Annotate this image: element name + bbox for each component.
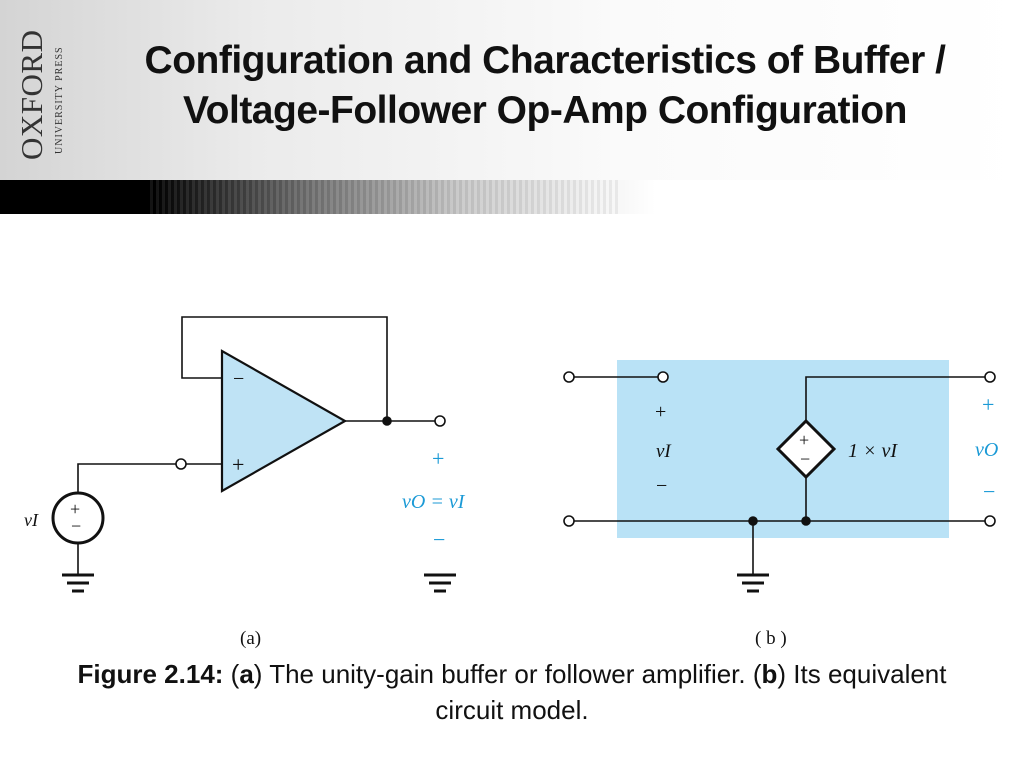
source-node-dot [801, 516, 811, 526]
output-top-terminal [984, 371, 996, 383]
input-top-left-terminal [563, 371, 575, 383]
caption-text-a: ) The unity-gain buffer or follower ampl… [253, 659, 762, 689]
header-background [0, 0, 1024, 180]
feedback-wire [181, 316, 388, 421]
figure-b [563, 371, 996, 593]
model-output-plus: + [982, 392, 994, 417]
source-wire [77, 463, 176, 492]
opamp-triangle [220, 349, 348, 493]
output-voltage-label: vO = vI [402, 491, 466, 513]
caption-b: b [761, 659, 778, 689]
circuit-figure: − + + − vI + vO = vI − (a) + vI [24, 316, 998, 649]
logo-subtitle: UNIVERSITY PRESS [54, 46, 65, 154]
source-plus-sign: + [70, 499, 80, 519]
output-terminal [434, 415, 446, 427]
input-top-right-terminal [657, 371, 669, 383]
output-plus-sign: + [432, 446, 444, 471]
header-divider-texture [150, 180, 620, 214]
diamond-minus-sign: − [800, 449, 810, 469]
figure-a-label: (a) [240, 628, 261, 649]
ground-node-dot [748, 516, 758, 526]
figure-caption: Figure 2.14: (a) The unity-gain buffer o… [40, 656, 984, 728]
figure-a-labels: − + + − vI + vO = vI − (a) [24, 368, 466, 649]
diamond-plus-sign: + [799, 430, 809, 450]
input-voltage-label: vI [24, 510, 39, 530]
source-minus-sign: − [71, 516, 81, 536]
model-output-label: vO [975, 439, 998, 461]
output-minus-sign: − [433, 527, 445, 552]
figure-b-label: ( b ) [755, 628, 787, 649]
opamp-plus-sign: + [232, 452, 244, 477]
slide-title: Configuration and Characteristics of Buf… [100, 36, 990, 136]
model-input-minus: − [656, 475, 667, 497]
input-bottom-terminal [563, 515, 575, 527]
caption-prefix: Figure 2.14: [77, 659, 224, 689]
slide-title-line1: Configuration and Characteristics of Buf… [144, 39, 946, 82]
output-node-dot [382, 416, 392, 426]
logo-brand: OXFORD [14, 30, 49, 160]
plus-input-terminal [175, 458, 187, 470]
opamp-minus-sign: − [233, 368, 244, 390]
figure-b-labels: + vI − + − 1 × vI + vO − ( b ) [655, 392, 998, 649]
dependent-source-label: 1 × vI [848, 440, 898, 462]
output-bottom-terminal [984, 515, 996, 527]
oxford-logo: OXFORD UNIVERSITY PRESS [14, 30, 65, 160]
output-top-wire [805, 376, 985, 421]
caption-a: a [239, 659, 254, 689]
model-input-plus: + [655, 401, 666, 423]
model-output-minus: − [983, 479, 995, 504]
caption-text-b: ) Its equivalent circuit model. [435, 659, 947, 725]
model-input-label: vI [656, 441, 672, 462]
caption-open-a: ( [223, 659, 240, 689]
figure-a [51, 316, 456, 593]
slide-title-line2: Voltage-Follower Op-Amp Configuration [183, 89, 907, 132]
header-divider-band [0, 180, 1024, 214]
